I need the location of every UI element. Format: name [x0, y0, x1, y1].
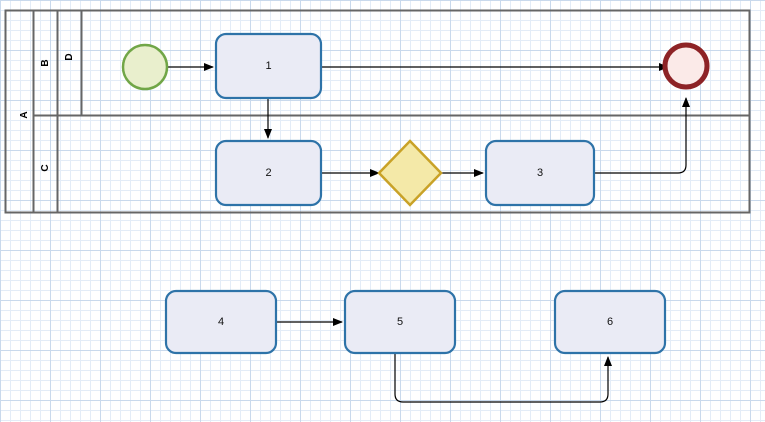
sequence-flows	[168, 63, 690, 403]
lane-c-label: C	[39, 164, 51, 172]
start-event[interactable]	[121, 43, 169, 91]
gateway-1[interactable]	[377, 139, 443, 207]
lane-b-label: B	[39, 59, 51, 67]
pool-a-label: A	[18, 111, 30, 119]
flow-5-to-6[interactable]	[394, 353, 612, 403]
flow-3-to-end[interactable]	[594, 97, 690, 174]
lane-group	[33, 10, 750, 213]
task-shapes	[164, 32, 667, 355]
task-1[interactable]	[214, 32, 323, 100]
pool-a-border[interactable]	[4, 9, 751, 214]
task-5[interactable]	[343, 289, 457, 355]
task-3[interactable]	[484, 139, 596, 207]
pool-a[interactable]	[4, 9, 751, 214]
task-2[interactable]	[214, 139, 323, 207]
lane-d-label: D	[63, 53, 75, 61]
task-6[interactable]	[553, 289, 667, 355]
task-4[interactable]	[164, 289, 278, 355]
end-event[interactable]	[662, 42, 710, 90]
